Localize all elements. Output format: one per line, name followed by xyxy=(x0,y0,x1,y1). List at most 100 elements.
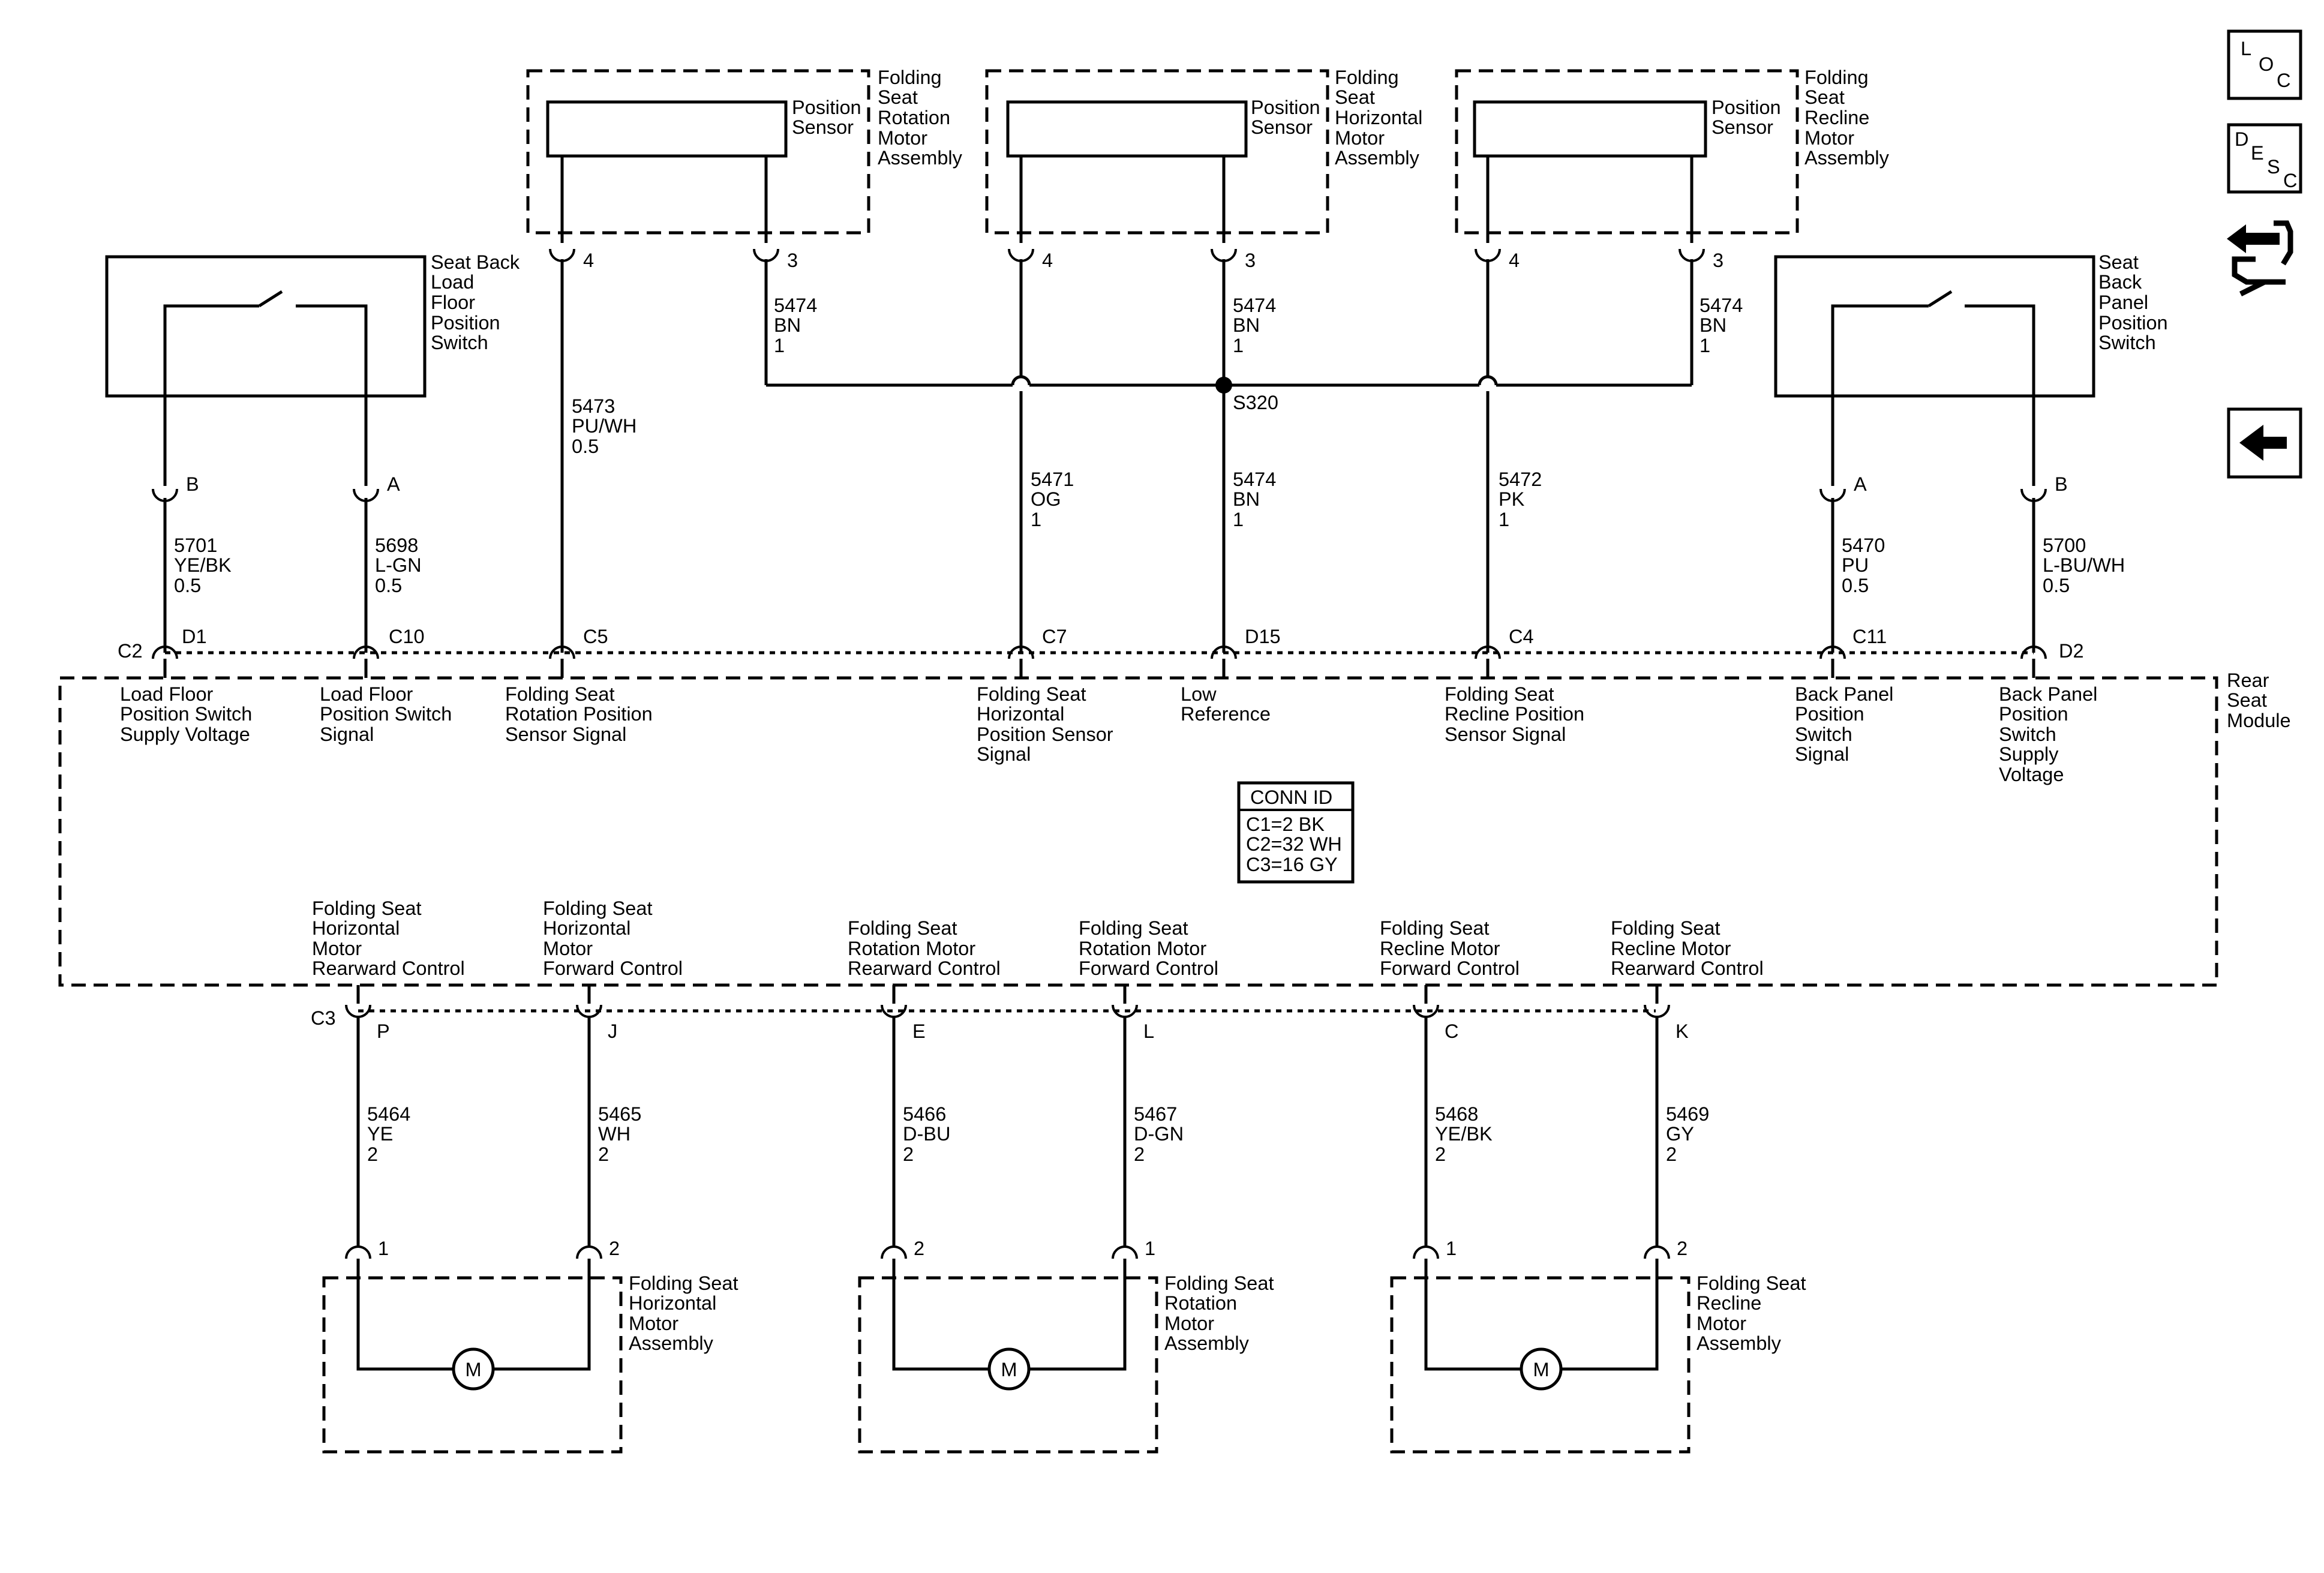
wire-label: 0.5 xyxy=(375,575,402,596)
wire-label: 1 xyxy=(774,335,785,356)
wire-label: BN xyxy=(1700,314,1727,336)
position-sensor-label-line2: Sensor xyxy=(792,116,854,138)
module-pin-label: Rearward Control xyxy=(1611,957,1764,979)
desc-button[interactable]: D E S C xyxy=(2227,123,2302,194)
top-module-pins xyxy=(152,646,2047,678)
wire-label: L-BU/WH xyxy=(2043,554,2125,576)
assembly-label-line: Assembly xyxy=(1804,147,1890,169)
wire-label: YE xyxy=(367,1123,393,1145)
motor-wiring: C3 P J E L C K 5464 YE 2 5465 WH 2 5466 … xyxy=(311,985,1709,1278)
module-pin-label: Motor xyxy=(543,938,593,959)
motor-icon xyxy=(1520,1347,1563,1391)
module-pin-label: Folding Seat xyxy=(312,897,421,919)
wire-label: GY xyxy=(1666,1123,1694,1145)
wire-label: 5698 xyxy=(375,535,418,556)
pin-c: C xyxy=(1445,1020,1458,1042)
splice-label: S320 xyxy=(1233,392,1278,413)
position-sensor-label-line1: Position xyxy=(1251,97,1320,118)
switch-label-line: Switch xyxy=(431,332,488,353)
assembly-label-line: Folding xyxy=(878,67,942,88)
recline-motor-assembly: Position Sensor Folding Seat Recline Mot… xyxy=(1455,67,1890,235)
module-pin-label: Horizontal xyxy=(543,917,630,939)
wire-label: 5471 xyxy=(1031,469,1074,490)
module-pin-label: Load Floor xyxy=(120,683,214,705)
switch-label-line: Load xyxy=(431,271,474,293)
module-pin-label: Rearward Control xyxy=(312,957,465,979)
wire-label: 5465 xyxy=(598,1103,641,1125)
wire-label: L-GN xyxy=(375,554,422,576)
switch-label-line: Seat xyxy=(2098,251,2139,273)
loc-button[interactable]: L O C xyxy=(2227,29,2302,100)
back-arrow-icon[interactable] xyxy=(2227,407,2302,479)
motor-symbol: M xyxy=(465,1359,481,1380)
module-pin-label: Voltage xyxy=(1999,764,2064,785)
conn-id-line: C1=2 BK xyxy=(1246,813,1325,835)
module-label-line: Seat xyxy=(2227,689,2267,711)
pin-b: B xyxy=(2055,473,2068,495)
conn-id-title: CONN ID xyxy=(1250,786,1332,808)
module-pin-label: Folding Seat xyxy=(505,683,614,705)
pin-4: 4 xyxy=(1509,250,1520,271)
pin-3: 3 xyxy=(787,250,798,271)
assembly-label-line: Motor xyxy=(1804,127,1854,149)
module-pin-label: Reference xyxy=(1181,703,1271,725)
back-panel-position-switch: A B Seat Back Panel Position Switch 5470… xyxy=(1774,251,2168,653)
loc-letter: L xyxy=(2241,38,2251,59)
wire-label: 1 xyxy=(1700,335,1710,356)
pin-4: 4 xyxy=(1042,250,1053,271)
module-pin-label: Forward Control xyxy=(1079,957,1218,979)
wire-label: BN xyxy=(1233,314,1260,336)
wire-label: 5474 xyxy=(774,295,817,316)
pin-1: 1 xyxy=(378,1238,389,1259)
connector-icon[interactable] xyxy=(2227,220,2293,297)
sensor-wiring: 4 3 4 3 4 3 S320 xyxy=(549,156,1724,653)
module-pin-label: Folding Seat xyxy=(848,917,957,939)
pin-l: L xyxy=(1143,1020,1154,1042)
module-pin-label: Rotation Position xyxy=(505,703,653,725)
assembly-label-line: Rotation xyxy=(878,107,950,128)
assembly-label-line: Assembly xyxy=(1697,1332,1782,1354)
wire-label: 1 xyxy=(1233,335,1244,356)
pin-b: B xyxy=(186,473,199,495)
module-pin-label: Forward Control xyxy=(1380,957,1520,979)
wire-label: 0.5 xyxy=(1842,575,1869,596)
module-pin-label: Position xyxy=(1999,703,2068,725)
wire-label: D-BU xyxy=(903,1123,950,1145)
pin-j: J xyxy=(608,1020,617,1042)
module-pin-label: Recline Motor xyxy=(1611,938,1731,959)
assembly-label-line: Motor xyxy=(1335,127,1385,149)
module-pin-label: Back Panel xyxy=(1999,683,2097,705)
wire-label: 1 xyxy=(1499,509,1509,530)
wire-label: BN xyxy=(774,314,801,336)
module-pin-label: Folding Seat xyxy=(977,683,1086,705)
module-pin-label: Folding Seat xyxy=(543,897,652,919)
module-pin-label: Folding Seat xyxy=(1445,683,1554,705)
assembly-label-line: Seat xyxy=(1804,86,1845,108)
pin-4: 4 xyxy=(583,250,594,271)
assembly-label-line: Folding xyxy=(1804,67,1869,88)
wire-label: 2 xyxy=(598,1143,609,1165)
wire-label: PK xyxy=(1499,488,1525,510)
desc-letter: C xyxy=(2283,170,2297,191)
module-pin-label: Horizontal xyxy=(312,917,400,939)
module-pin-label: Rotation Motor xyxy=(1079,938,1206,959)
assembly-label-line: Folding Seat xyxy=(629,1272,738,1294)
sensor-wire-labels: 5474 BN 1 5474 BN 1 5474 BN 1 5473 PU/WH… xyxy=(572,295,1743,530)
pin-c7: C7 xyxy=(1042,626,1067,647)
assembly-label-line: Motor xyxy=(1697,1313,1746,1334)
pin-a: A xyxy=(387,473,400,495)
assembly-label-line: Assembly xyxy=(1164,1332,1250,1354)
assembly-label-line: Recline xyxy=(1804,107,1869,128)
wire-label: OG xyxy=(1031,488,1061,510)
wire-label: 5472 xyxy=(1499,469,1542,490)
assembly-label-line: Folding Seat xyxy=(1164,1272,1274,1294)
module-pin-label: Low xyxy=(1181,683,1217,705)
horizontal-motor-bottom-assembly: M Folding Seat Horizontal Motor Assembly xyxy=(322,1272,738,1454)
pin-c11: C11 xyxy=(1852,626,1887,647)
pin-c5: C5 xyxy=(583,626,608,647)
pin-c10: C10 xyxy=(389,626,425,647)
module-pin-label: Forward Control xyxy=(543,957,683,979)
switch-label-line: Panel xyxy=(2098,292,2148,313)
wire-label: 5701 xyxy=(174,535,217,556)
